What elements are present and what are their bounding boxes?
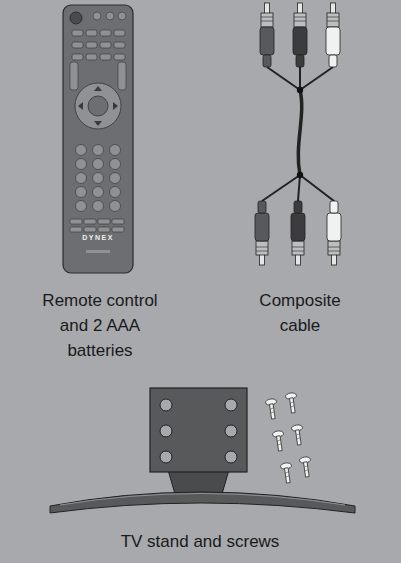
remote-control (63, 5, 133, 273)
item-label: TV stand and screws (90, 529, 310, 554)
item-label: Remote control and 2 AAA batteries (30, 288, 170, 363)
tv-stand (50, 388, 355, 513)
item-label: Composite cable (250, 288, 350, 338)
composite-cable (255, 3, 341, 265)
brand-logo: DYNEX (76, 233, 120, 242)
screws (265, 392, 313, 483)
